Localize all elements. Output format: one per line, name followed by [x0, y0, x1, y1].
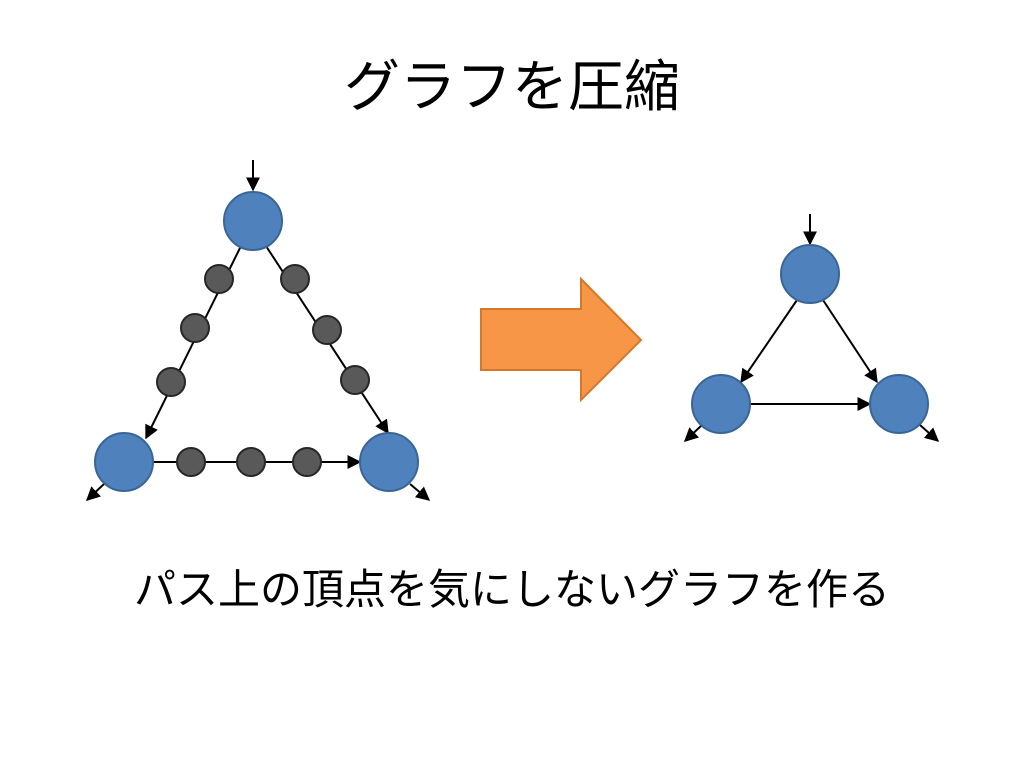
path-vertex	[292, 447, 322, 477]
main-vertex-right	[359, 432, 419, 492]
path-vertex	[280, 264, 310, 294]
outgoing-arrow-left	[683, 424, 703, 442]
transform-arrow	[480, 276, 643, 403]
main-vertex-left	[94, 432, 154, 492]
path-vertex	[176, 447, 206, 477]
main-vertex-top	[780, 244, 840, 304]
path-vertex	[204, 264, 234, 294]
slide-title: グラフを圧縮	[344, 55, 680, 120]
original-graph	[85, 160, 431, 501]
path-vertex	[340, 365, 370, 395]
slide-caption: パス上の頂点を気にしないグラフを作る	[133, 565, 890, 614]
main-vertex-left	[691, 374, 751, 434]
path-vertex	[156, 367, 186, 397]
main-vertex-top	[223, 191, 283, 251]
path-vertex	[236, 447, 266, 477]
path-vertex	[312, 315, 342, 345]
outgoing-arrow-left	[85, 483, 105, 501]
outgoing-arrow-right	[919, 424, 940, 442]
main-vertex-right	[869, 374, 929, 434]
edge-top-to-right	[822, 299, 878, 384]
compressed-graph	[683, 214, 940, 442]
outgoing-arrow-right	[409, 483, 431, 501]
edge-top-to-left	[740, 299, 798, 384]
path-vertex	[180, 313, 210, 343]
